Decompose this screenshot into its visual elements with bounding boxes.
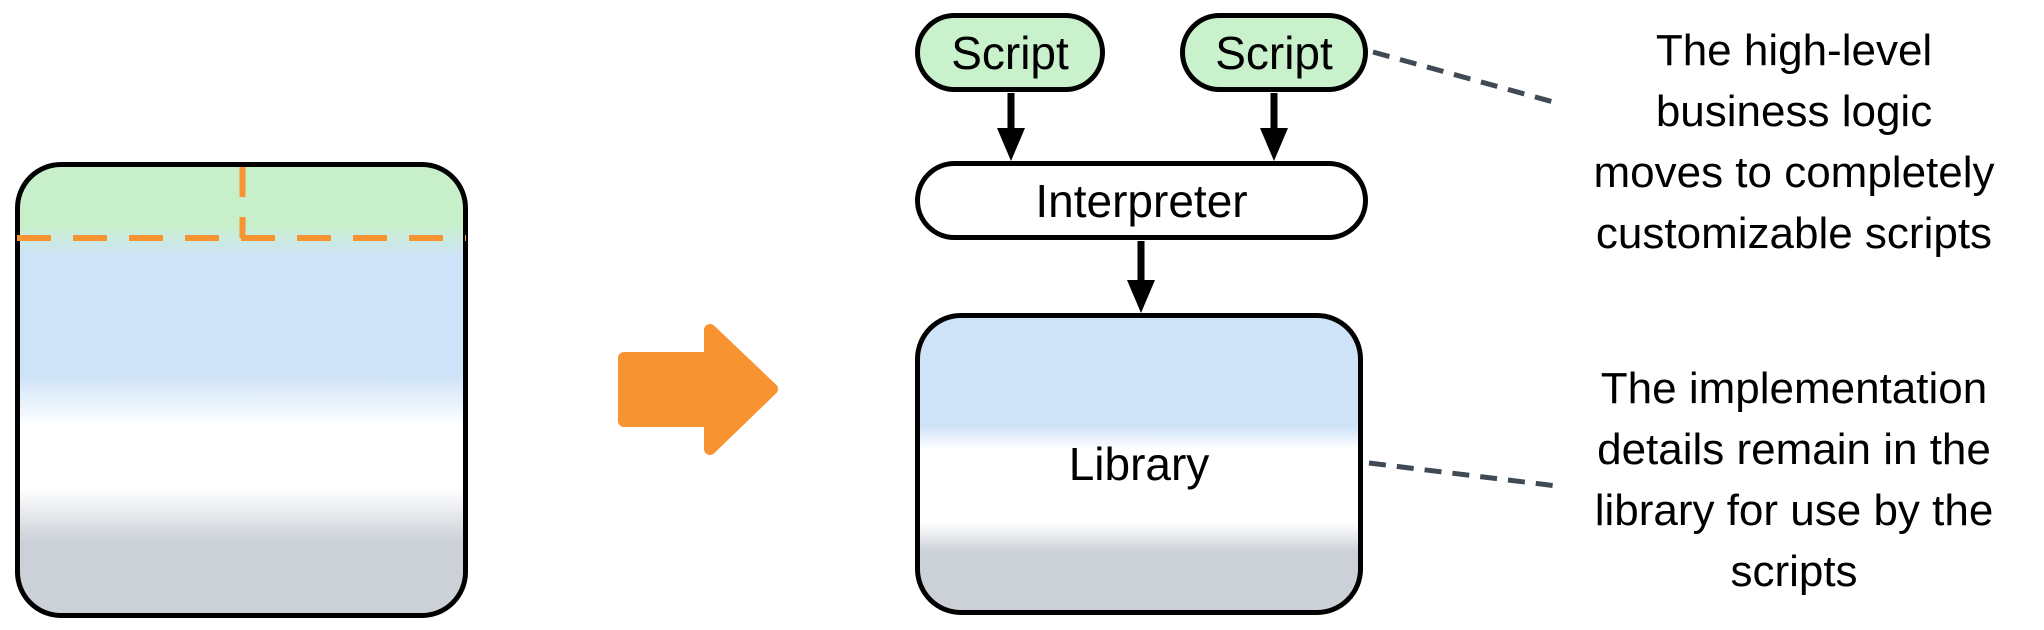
arrow-interpreter-to-library: [1127, 241, 1155, 313]
scripts-annotation: The high-level business logic moves to c…: [1544, 20, 2044, 264]
library-annotation-line: scripts: [1730, 547, 1858, 596]
transform-arrow-icon: [618, 324, 778, 455]
interpreter-node: Interpreter: [915, 161, 1368, 240]
interpreter-node-label: Interpreter: [1035, 174, 1248, 227]
script-node-1-label: Script: [951, 26, 1069, 79]
scripts-annotation-line: business logic: [1655, 87, 1933, 136]
library-annotation-line: details remain in the: [1597, 425, 1991, 474]
arrow-script2-to-interpreter: [1260, 93, 1288, 161]
scripts-annotation-line: moves to completely: [1593, 148, 1995, 197]
scripts-annotation-line: customizable scripts: [1595, 209, 1993, 258]
arrow-head: [1260, 128, 1288, 161]
callout-line-scripts: [1372, 49, 1558, 106]
arrow-script1-to-interpreter: [997, 93, 1025, 161]
library-node-label: Library: [1068, 438, 1210, 490]
script-node-1: Script: [915, 13, 1105, 92]
library-annotation: The implementation details remain in the…: [1544, 358, 2044, 602]
monolithic-app-box: [15, 162, 468, 618]
library-node: Library: [915, 313, 1363, 615]
arrow-head: [1127, 280, 1155, 313]
scripts-annotation-line: The high-level: [1655, 26, 1933, 75]
library-annotation-line: The implementation: [1600, 364, 1988, 413]
script-node-2-label: Script: [1215, 26, 1333, 79]
callout-line-library: [1368, 460, 1558, 489]
arrow-head: [997, 128, 1025, 161]
script-node-2: Script: [1180, 13, 1368, 92]
library-annotation-line: library for use by the: [1594, 486, 1994, 535]
